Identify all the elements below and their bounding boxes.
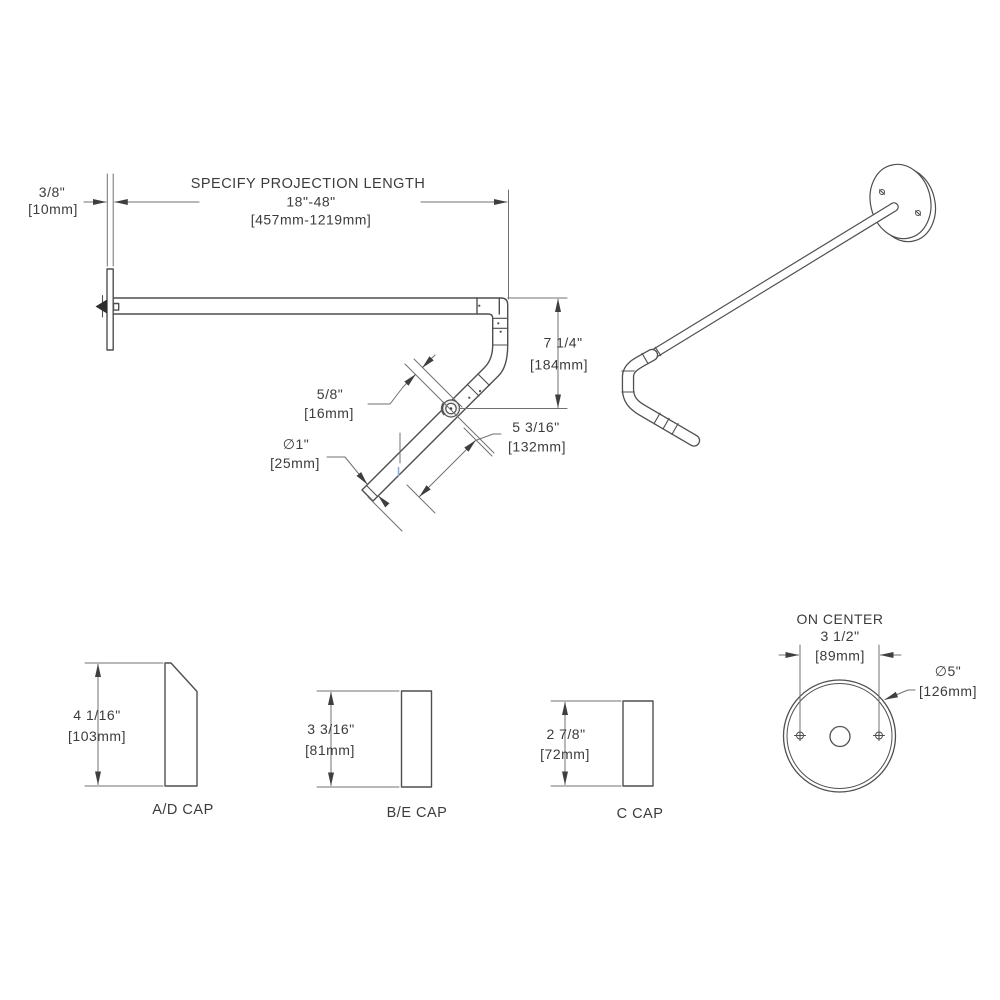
dimension-handle-section: 5 3/16" [132mm] [367,419,566,532]
flange-screw-hole [915,210,921,216]
dimension-on-center: ON CENTER 3 1/2" [89mm] [778,611,902,732]
cap-be-profile: 3 3/16" [81mm] B/E CAP [305,690,448,821]
cap-c-mm: [72mm] [540,746,590,762]
diameter-mm: [25mm] [270,455,320,471]
flange-diameter-mm: [126mm] [919,683,977,699]
dimension-projection-length: SPECIFY PROJECTION LENGTH 18"-48" [457mm… [191,176,509,300]
cap-c-inches: 2 7/8" [546,726,585,742]
iso-arm-tube [621,202,899,447]
flange-diameter-inches: ∅5" [935,663,961,679]
elbow-and-handle [361,297,509,502]
tube-collar [112,302,120,311]
cap-be-inches: 3 3/16" [307,721,354,737]
projection-mm: [457mm-1219mm] [251,212,372,228]
main-side-view: 3/8" [10mm] SPECIFY PROJECTION LENGTH 18… [28,173,588,532]
plate-thickness-mm: [10mm] [28,201,78,217]
center-hole [829,725,851,748]
screw-hole-left [793,729,807,742]
flange-screw-hole [879,189,885,195]
handle-inches: 5 3/16" [512,419,559,435]
cap-ad-mm: [103mm] [68,728,126,744]
on-center-label: ON CENTER [797,611,884,627]
offset-inches: 5/8" [317,386,343,402]
screw-hole-right [872,729,886,742]
mounting-flange-disc [869,163,937,243]
cap-ad-profile: 4 1/16" [103mm] A/D CAP [68,662,214,818]
cap-c-label: C CAP [617,806,664,822]
horizontal-tube [112,297,500,315]
dimension-drop-height: 7 1/4" [184mm] [458,297,588,409]
cap-be-mm: [81mm] [305,742,355,758]
drop-mm: [184mm] [530,357,588,373]
on-center-inches: 3 1/2" [820,628,859,644]
handle-mm: [132mm] [508,439,566,455]
on-center-mm: [89mm] [815,648,865,664]
dimension-flange-diameter: ∅5" [126mm] [884,663,977,700]
cap-c-profile: 2 7/8" [72mm] C CAP [540,700,664,822]
projection-inches: 18"-48" [286,194,335,210]
wall-plate [95,268,114,351]
offset-mm: [16mm] [304,405,354,421]
diameter-inches: ∅1" [283,436,309,452]
handle-end-cut [365,484,379,498]
dimension-pivot-offset: 5/8" [16mm] [304,354,495,454]
cap-ad-inches: 4 1/16" [73,707,120,723]
flange-face-view: ON CENTER 3 1/2" [89mm] ∅5" [126mm] [778,611,977,793]
projection-title: SPECIFY PROJECTION LENGTH [191,176,426,192]
dimension-tube-diameter: ∅1" [25mm] [270,436,390,508]
drop-inches: 7 1/4" [543,335,582,351]
plate-thickness-inches: 3/8" [39,184,65,200]
isometric-view [621,163,937,447]
dimension-wall-plate-thickness: 3/8" [10mm] [28,173,200,267]
cap-ad-label: A/D CAP [152,802,214,818]
cap-be-label: B/E CAP [387,805,448,821]
toggle-screw-icon [95,299,107,314]
